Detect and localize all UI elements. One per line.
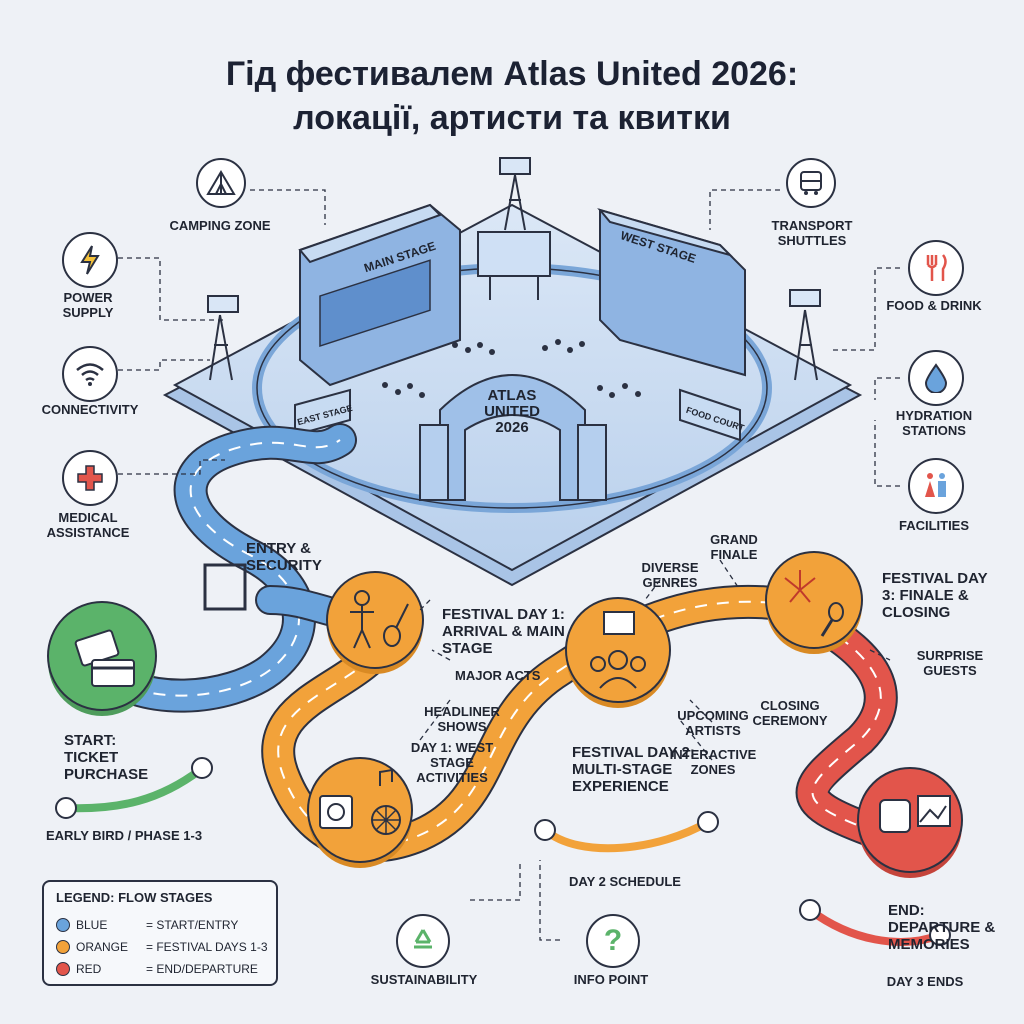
legend-swatch-blue [56, 918, 70, 932]
medical-cross-icon [62, 450, 118, 506]
surprise-guests-label: SURPRISE GUESTS [916, 648, 984, 678]
start-ticket-circle [47, 601, 157, 716]
title-line-1: Гід фестивалем Atlas United 2026: [225, 55, 799, 93]
diverse-genres-label: DIVERSE GENRES [641, 560, 699, 590]
title-line-2: локації, артисти та квитки [293, 99, 731, 137]
connectivity-label: CONNECTIVITY [41, 402, 139, 417]
legend-swatch-red [56, 962, 70, 976]
legend-color-name: BLUE [76, 918, 108, 932]
light-tower [207, 157, 821, 381]
legend-row-red: RED = END/DEPARTURE [56, 962, 258, 976]
tent-icon [196, 158, 246, 208]
medical-assistance-label: MEDICAL ASSISTANCE [46, 510, 130, 540]
gate-line-2: UNITED [484, 403, 540, 420]
day3-ends-label: DAY 3 ENDS [886, 974, 964, 989]
lightning-icon [62, 232, 118, 288]
recycle-icon [396, 914, 450, 968]
food-court-gate [679, 388, 741, 442]
legend-title: LEGEND: FLOW STAGES [56, 890, 213, 905]
legend-meaning: = START/ENTRY [146, 918, 239, 932]
legend-meaning: = END/DEPARTURE [146, 962, 258, 976]
question-mark-icon: ? [586, 914, 640, 968]
crowd [382, 339, 641, 398]
headliner-shows-label: HEADLINER SHOWS [424, 704, 500, 734]
wifi-icon [62, 346, 118, 402]
page-title: Гід фестивалем Atlas United 2026: локаці… [0, 52, 1024, 140]
closing-ceremony-label: CLOSING CEREMONY [752, 698, 828, 728]
legend-swatch-orange [56, 940, 70, 954]
sustainability-label: SUSTAINABILITY [370, 972, 478, 987]
food-drink-label: FOOD & DRINK [886, 298, 982, 313]
legend-box: LEGEND: FLOW STAGES BLUE = START/ENTRY O… [42, 880, 278, 986]
day2-label: FESTIVAL DAY 2: MULTI-STAGE EXPERIENCE [572, 744, 695, 795]
day3-circle [765, 551, 863, 654]
day1-label: FESTIVAL DAY 1: ARRIVAL & MAIN STAGE [442, 606, 565, 657]
grand-finale-label: GRAND FINALE [710, 532, 758, 562]
departure-path [795, 608, 898, 847]
upcoming-artists-label: UPCOMING ARTISTS [677, 708, 749, 738]
gate-line-1: ATLAS [487, 387, 537, 404]
atlas-gate-arch [419, 374, 607, 501]
fork-knife-icon [908, 240, 964, 296]
camping-zone-label: CAMPING ZONE [169, 218, 271, 233]
day3-label: FESTIVAL DAY 3: FINALE & CLOSING [882, 570, 988, 621]
restroom-icon [908, 458, 964, 514]
main-stage-building [298, 203, 461, 387]
legend-row-orange: ORANGE = FESTIVAL DAYS 1-3 [56, 940, 268, 954]
start-ticket-label: START: TICKET PURCHASE [64, 732, 149, 783]
day1-west-label: DAY 1: WEST STAGE ACTIVITIES [410, 740, 494, 785]
legend-meaning: = FESTIVAL DAYS 1-3 [146, 940, 268, 954]
day1-west-circle [307, 757, 413, 868]
end-departure-circle [857, 767, 963, 878]
info-point-label: INFO POINT [573, 972, 649, 987]
hydration-stations-label: HYDRATION STATIONS [895, 408, 973, 438]
transport-shuttles-label: TRANSPORT SHUTTLES [771, 218, 853, 248]
central-screen [477, 231, 551, 300]
legend-row-blue: BLUE = START/ENTRY [56, 918, 238, 932]
gate-line-3: 2026 [495, 419, 529, 436]
facilities-label: FACILITIES [898, 518, 970, 533]
entry-security-label: ENTRY & SECURITY [246, 540, 322, 574]
legend-color-name: ORANGE [76, 940, 129, 954]
west-stage-building [597, 208, 746, 377]
connector-lines [118, 189, 900, 941]
power-supply-label: POWER SUPPLY [62, 290, 114, 320]
bus-icon [786, 158, 836, 208]
early-bird-label: EARLY BIRD / PHASE 1-3 [46, 828, 203, 843]
legend-color-name: RED [76, 962, 102, 976]
day1-circle [326, 571, 424, 674]
interactive-zones-label: INTERACTIVE ZONES [669, 747, 757, 777]
day2-circle [565, 597, 671, 708]
water-drop-icon [908, 350, 964, 406]
clock-icon [55, 757, 951, 946]
end-departure-label: END: DEPARTURE & MEMORIES [888, 902, 996, 953]
major-acts-label: MAJOR ACTS [455, 668, 541, 683]
gate-label: ATLAS UNITED 2026 [462, 388, 562, 436]
day2-schedule-label: DAY 2 SCHEDULE [569, 874, 681, 889]
